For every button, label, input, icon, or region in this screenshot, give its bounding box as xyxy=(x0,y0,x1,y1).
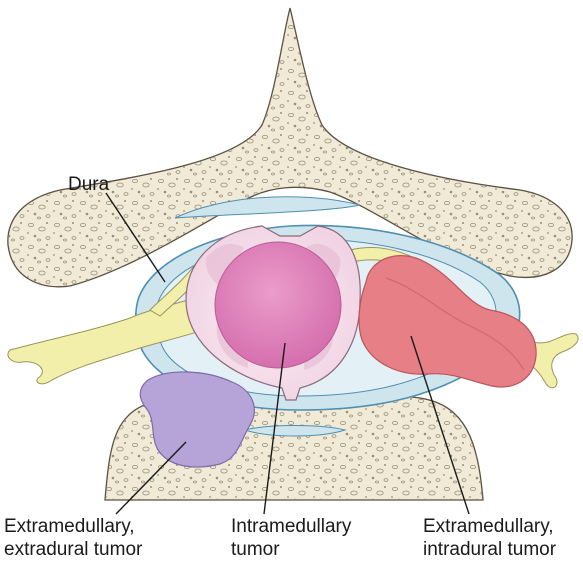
leader-lines xyxy=(105,192,470,515)
intradural-tumor xyxy=(358,255,537,388)
leader-extradural xyxy=(115,441,187,515)
intramedullary-tumor xyxy=(214,241,342,369)
intradural-tumor-label: Extramedullary, intradural tumor xyxy=(423,516,557,560)
leader-dura xyxy=(105,192,166,283)
epidural-fat-top xyxy=(174,196,361,219)
dura-label: Dura xyxy=(68,174,110,195)
vertebral-arch xyxy=(7,7,573,288)
extradural-tumor xyxy=(139,371,255,468)
extradural-tumor-label: Extramedullary, extradural tumor xyxy=(4,516,143,560)
leader-intradural xyxy=(410,335,470,515)
leader-intramedullary xyxy=(263,342,286,515)
intramedullary-tumor-label: Intramedullary tumor xyxy=(231,516,352,560)
